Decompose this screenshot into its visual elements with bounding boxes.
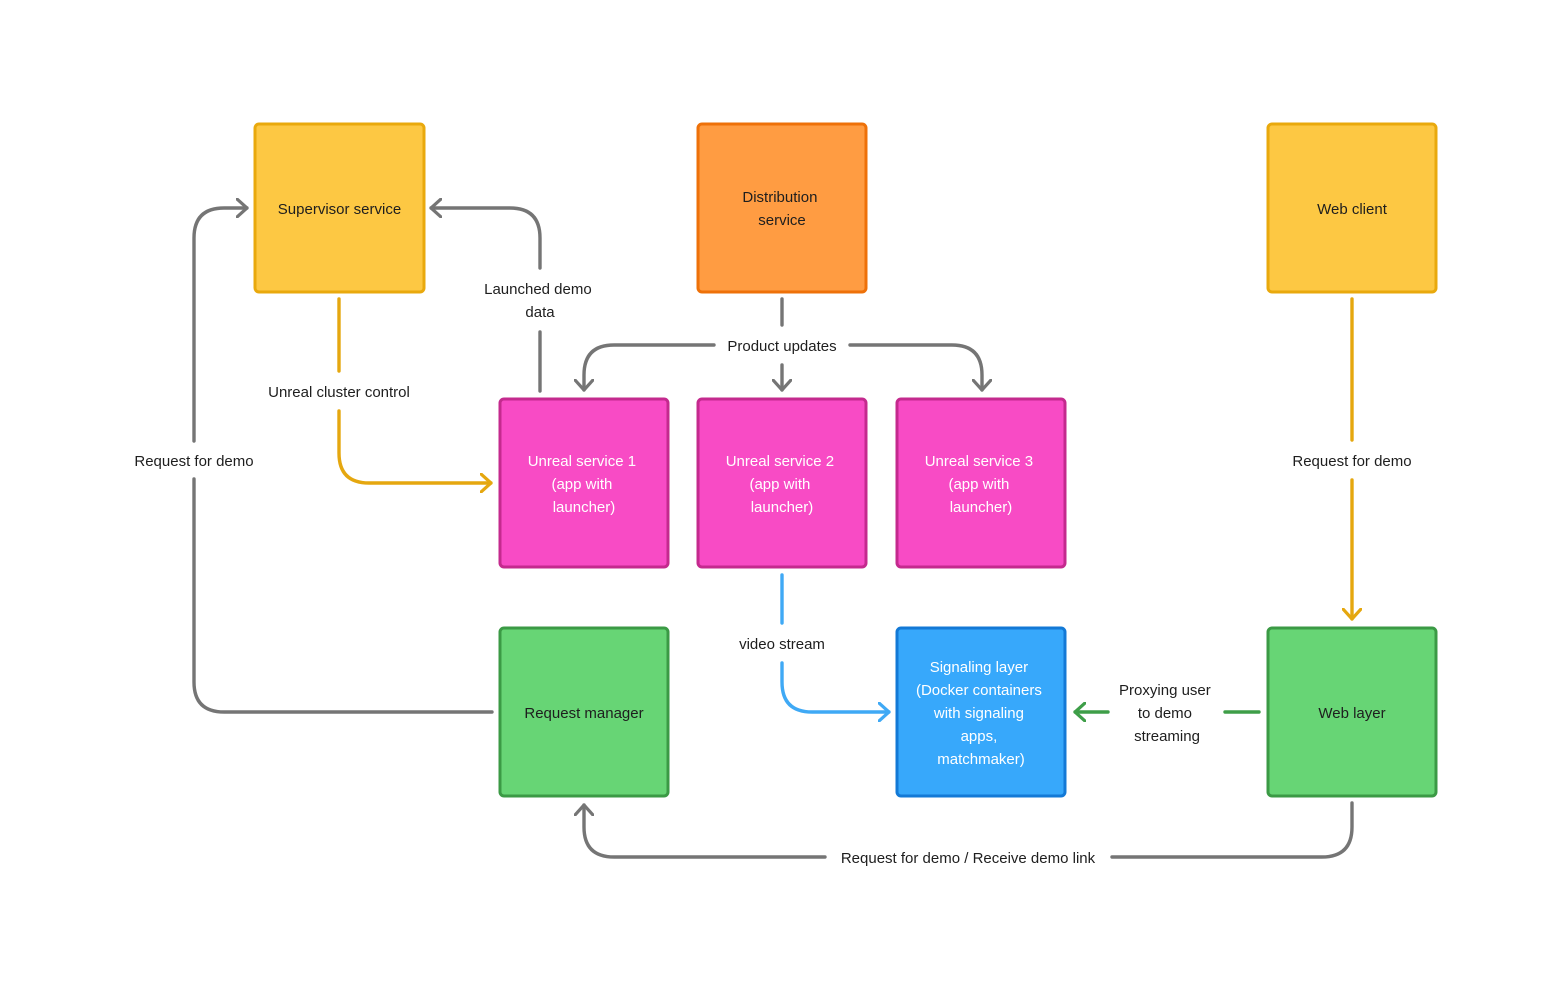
node-signaling-layer[interactable]: Signaling layer (Docker containers with … — [895, 626, 1067, 798]
edge-unreal2-to-signaling — [780, 573, 889, 712]
svg-text:Signaling layer (Docke: Signaling layer (Docker containers with … — [916, 659, 1046, 768]
node-web-client[interactable]: Web client — [1266, 122, 1438, 294]
edge-unreal1-to-supervisor — [431, 208, 542, 393]
label-request-for-demo-left: Request for demo — [134, 453, 253, 470]
edge-distribution-to-unreal3 — [848, 343, 982, 392]
svg-text:Unreal service 3 (app: Unreal service 3 (app with launcher) — [925, 453, 1038, 516]
edge-supervisor-to-unreal1 — [337, 297, 491, 483]
edge-weblayer-to-request-manager — [584, 803, 1354, 859]
label-launched-demo-data: Launched demo data — [484, 281, 596, 321]
svg-text:Web client: Web client — [1317, 201, 1388, 218]
label-request-for-demo-right: Request for demo — [1292, 453, 1411, 470]
node-unreal-service-3[interactable]: Unreal service 3 (app with launcher) — [895, 397, 1067, 569]
svg-text:Request manager: Request manager — [524, 705, 643, 722]
node-request-manager[interactable]: Request manager — [498, 626, 670, 798]
svg-text:Distribution service: Distribution service — [742, 189, 821, 229]
node-distribution-service[interactable]: Distribution service — [696, 122, 868, 294]
edge-request-manager-to-supervisor — [192, 208, 494, 714]
svg-text:Unreal service 1 (app: Unreal service 1 (app with launcher) — [528, 453, 641, 516]
nodes: Supervisor service Distribution service … — [253, 122, 1438, 798]
node-supervisor-service[interactable]: Supervisor service — [253, 122, 426, 294]
node-unreal-service-1[interactable]: Unreal service 1 (app with launcher) — [498, 397, 670, 569]
label-unreal-cluster-control: Unreal cluster control — [268, 384, 410, 401]
label-proxying: Proxying user to demo streaming — [1119, 682, 1215, 745]
svg-text:Unreal service 2 (app: Unreal service 2 (app with launcher) — [726, 453, 839, 516]
edges — [192, 208, 1354, 859]
node-unreal-service-2[interactable]: Unreal service 2 (app with launcher) — [696, 397, 868, 569]
label-product-updates: Product updates — [727, 338, 836, 355]
svg-text:Web layer: Web layer — [1318, 705, 1385, 722]
label-request-receive-demo-link: Request for demo / Receive demo link — [841, 850, 1096, 867]
edge-distribution-to-unreal1 — [584, 343, 716, 392]
node-web-layer[interactable]: Web layer — [1266, 626, 1438, 798]
label-video-stream: video stream — [739, 636, 825, 653]
edge-labels: Launched demo data Product updates Unrea… — [134, 281, 1411, 867]
svg-text:Supervisor service: Supervisor service — [278, 201, 401, 218]
